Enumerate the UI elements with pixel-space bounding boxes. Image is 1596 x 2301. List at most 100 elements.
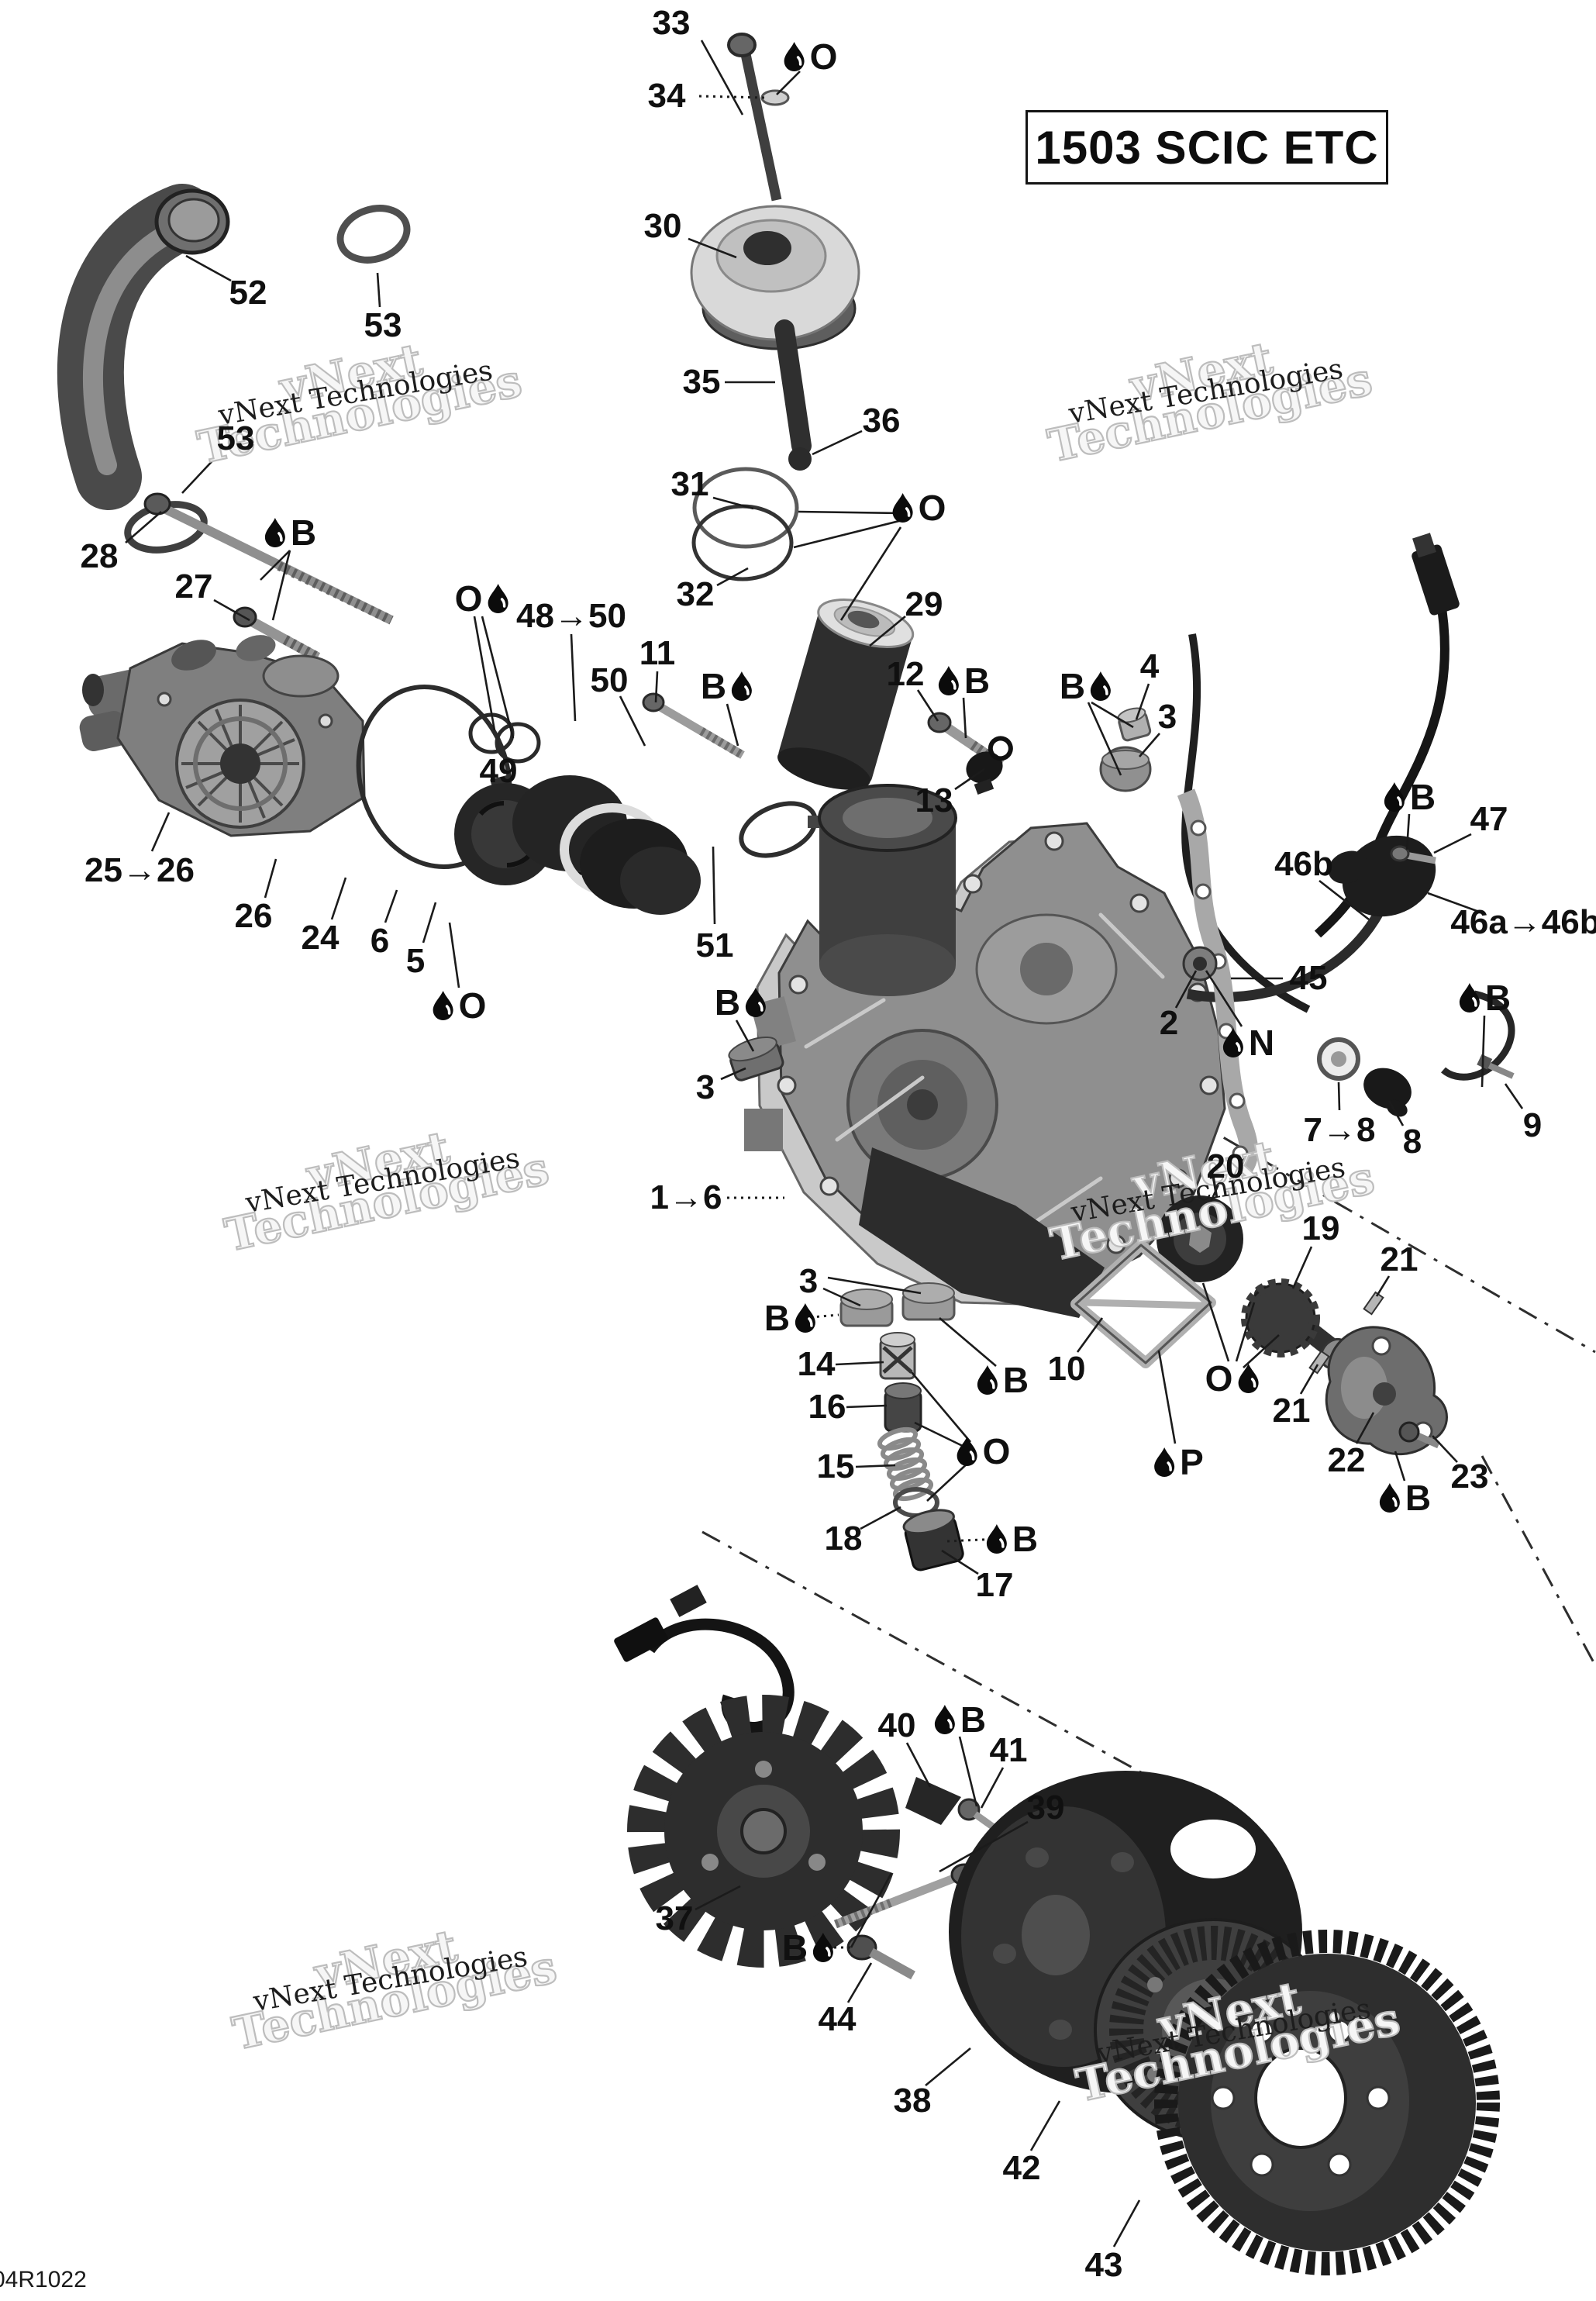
- hose-clamp: [336, 205, 411, 264]
- coolant-hose: [57, 184, 230, 510]
- lubricant-letter: B: [963, 661, 991, 701]
- part-callout-3: 3: [1157, 698, 1177, 736]
- union-nut: [1182, 946, 1218, 981]
- part-callout-35: 35: [682, 363, 721, 401]
- lubricant-letter: O: [1205, 1358, 1233, 1399]
- part-callout-14: 14: [797, 1345, 836, 1383]
- droplet-icon: [488, 584, 508, 613]
- diagram-title-box: 1503 SCIC ETC: [1026, 110, 1388, 185]
- droplet-icon: [813, 1933, 834, 1962]
- part-callout-37: 37: [655, 1899, 694, 1937]
- lubricant-letter: O: [454, 578, 483, 619]
- part-callout-44: 44: [818, 2000, 857, 2038]
- washer: [1317, 1037, 1360, 1081]
- rotor-bolt-short: [846, 1934, 915, 1980]
- sealing-plug: [901, 1282, 956, 1321]
- lubricant-symbol-B: B: [985, 1521, 1038, 1557]
- pump-shaft: [774, 319, 812, 471]
- droplet-icon: [795, 1303, 816, 1333]
- lubricant-symbol-O: O: [891, 490, 946, 526]
- part-callout-32: 32: [676, 575, 715, 613]
- part-callout-34: 34: [647, 77, 686, 115]
- lubricant-symbol-B: B: [264, 515, 316, 550]
- lubricant-symbol-O: O: [1205, 1361, 1260, 1396]
- droplet-icon: [986, 1524, 1007, 1554]
- part-callout-29: 29: [905, 585, 943, 623]
- droplet-icon: [746, 988, 767, 1017]
- part-callout-43: 43: [1084, 2246, 1123, 2284]
- part-callout-8: 8: [1402, 1123, 1422, 1161]
- lubricant-letter: B: [714, 982, 741, 1023]
- case-lower-cover: [859, 1147, 1105, 1318]
- part-callout-3: 3: [798, 1262, 819, 1300]
- coupler-bolt: [642, 692, 745, 759]
- part-callout-16: 16: [808, 1388, 846, 1426]
- lubricant-symbol-O: O: [956, 1433, 1010, 1469]
- document-code: 04R1022: [0, 2267, 87, 2292]
- part-callout-47: 47: [1470, 800, 1508, 838]
- engine-case: [744, 784, 1226, 1318]
- lubricant-symbol-B: B: [1458, 980, 1511, 1016]
- part-callout-15: 15: [816, 1447, 855, 1485]
- part-callout-23: 23: [1450, 1458, 1489, 1495]
- part-callout-53: 53: [364, 306, 402, 344]
- lubricant-symbol-B: B: [1060, 668, 1112, 704]
- damper-pulley: [690, 205, 860, 350]
- droplet-icon: [1222, 1028, 1243, 1057]
- callout-leader-lines: [125, 40, 1524, 2248]
- lubricant-symbol-B: B: [933, 1702, 986, 1737]
- part-callout-6: 6: [370, 922, 390, 960]
- lubricant-letter: B: [290, 512, 317, 553]
- lubricant-symbol-B: B: [976, 1362, 1029, 1398]
- droplet-icon: [1459, 983, 1480, 1013]
- lubricant-letter: B: [700, 666, 727, 706]
- part-callout-30: 30: [643, 207, 682, 245]
- part-callout-28: 28: [80, 537, 119, 575]
- part-callout-7→8: 7→8: [1303, 1111, 1376, 1149]
- bracket-screw: [957, 1798, 999, 1833]
- droplet-icon: [784, 42, 805, 71]
- ring-gear: [1154, 1930, 1500, 2275]
- part-callout-33: 33: [652, 4, 691, 42]
- part-callout-38: 38: [893, 2082, 932, 2120]
- connector-plug: [1412, 533, 1460, 616]
- lubricant-letter: B: [764, 1298, 791, 1338]
- lubricant-symbol-O: O: [455, 581, 510, 616]
- droplet-icon: [1154, 1447, 1175, 1477]
- part-callout-12: 12: [886, 655, 925, 693]
- lubricant-letter: B: [960, 1699, 987, 1740]
- lubricant-symbol-B: B: [715, 985, 767, 1020]
- part-callout-21: 21: [1380, 1240, 1418, 1278]
- oil-pump-cover: [1325, 1326, 1448, 1456]
- lubricant-symbol-N: N: [1222, 1025, 1274, 1061]
- droplet-icon: [977, 1365, 998, 1395]
- part-callout-26: 26: [234, 897, 273, 935]
- droplet-icon: [433, 991, 453, 1020]
- droplet-icon: [938, 666, 959, 695]
- part-callout-49: 49: [479, 752, 518, 790]
- part-callout-13: 13: [915, 781, 953, 819]
- part-callout-10: 10: [1047, 1350, 1086, 1388]
- part-callout-41: 41: [989, 1731, 1028, 1769]
- coupler-hose: [512, 775, 701, 915]
- part-callout-19: 19: [1301, 1209, 1340, 1247]
- stator: [627, 1695, 900, 1968]
- lubricant-symbol-B: B: [782, 1930, 835, 1965]
- part-callout-4: 4: [1139, 647, 1160, 685]
- droplet-icon: [1238, 1364, 1259, 1393]
- part-callout-53: 53: [216, 419, 255, 457]
- droplet-icon: [1384, 782, 1405, 812]
- lubricant-letter: B: [781, 1927, 808, 1968]
- part-callout-39: 39: [1026, 1789, 1065, 1827]
- check-valve: [879, 1332, 916, 1380]
- lubricant-symbol-O: O: [432, 988, 486, 1023]
- part-callout-20: 20: [1206, 1147, 1245, 1185]
- part-callout-50: 50: [590, 661, 629, 699]
- lubricant-letter: B: [1002, 1360, 1029, 1400]
- lubricant-letter: N: [1248, 1023, 1275, 1063]
- square-gasket: [1070, 1240, 1216, 1368]
- droplet-icon: [1091, 671, 1112, 701]
- part-callout-25→26: 25→26: [84, 851, 195, 889]
- lubricant-symbol-B: B: [701, 668, 753, 704]
